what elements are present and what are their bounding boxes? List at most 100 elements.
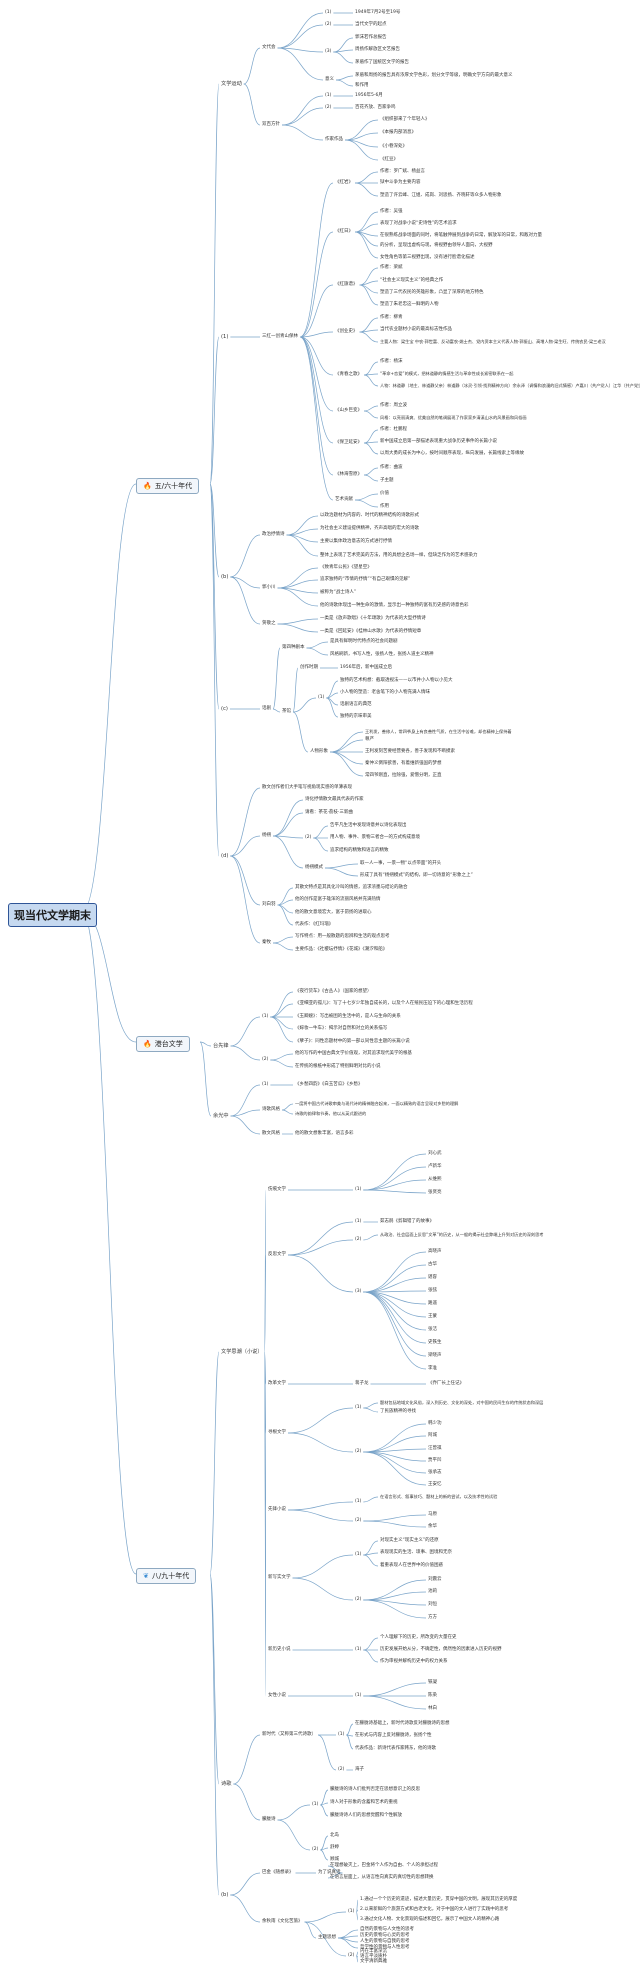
mindmap-node-d6[interactable]: 茶馆	[282, 709, 291, 714]
mindmap-node-h4[interactable]: 刘心武	[428, 1151, 442, 1156]
mindmap-node-h43[interactable]: 余华	[428, 1524, 437, 1529]
era-node-50s-60s[interactable]: 🔥五/六十年代	[136, 478, 200, 494]
mindmap-node-j9[interactable]: 2.以来新鲜的个旅游方式和古老文化，对于中国的文人进行了实践中的思考	[360, 1907, 509, 1912]
mindmap-node-h46[interactable]: 对现实主义“现实主义”的还原	[380, 1538, 439, 1543]
mindmap-node-d3[interactable]: 第四种剧本	[282, 645, 305, 650]
mindmap-node-f14[interactable]: 其散文特点是其具化冷叫的情感，追求浓墨与结论的融合	[295, 885, 408, 890]
mindmap-node-a7[interactable]: (3)	[325, 49, 332, 54]
mindmap-node-b20[interactable]: 当代农业题材小说的最高标志性作品	[380, 327, 452, 332]
mindmap-node-a23[interactable]: 《红豆》	[380, 157, 398, 162]
mindmap-node-i4[interactable]: 在朦胧诗基础上，新时代诗歌反对朦胧诗的思想	[355, 1721, 450, 1726]
mindmap-node-h25[interactable]: 蒋子龙	[355, 1381, 369, 1386]
mindmap-node-g7[interactable]: 《孽子》：同性恋题材中的第一部以同性恋主题的长篇小说	[295, 1039, 410, 1044]
mindmap-node-d11[interactable]: 小人物的塑造：老舍笔下的小人物充满人情味	[340, 690, 430, 695]
mindmap-node-h12[interactable]: 从政治、社会层面上反思“文革”的历史，从一般的揭示社会弊端上升到对历史的深刻思考	[380, 1232, 544, 1237]
mindmap-node-j15[interactable]: 哲学性的景物与人性思考	[360, 1945, 410, 1950]
mindmap-node-j7[interactable]: (1)	[348, 1909, 355, 1914]
mindmap-node-c13[interactable]: 一类是《放声歌唱》《十年颂歌》为代表的大型抒情诗	[320, 616, 426, 621]
mindmap-node-g11[interactable]: 余光中	[213, 1113, 229, 1119]
mindmap-node-b8[interactable]: 作者：吴强	[380, 209, 403, 214]
mindmap-node-f8[interactable]: 用人物、事件、景物三者合一的方式构成意境	[330, 835, 420, 840]
mindmap-node-g8[interactable]: (2)	[262, 1057, 269, 1062]
mindmap-node-h11[interactable]: (2)	[355, 1237, 362, 1242]
mindmap-node-c2[interactable]: 政治抒情诗	[262, 532, 285, 537]
mindmap-node-f3[interactable]: 杨朔	[262, 833, 271, 838]
mindmap-node-h53[interactable]: 方方	[428, 1615, 437, 1620]
mindmap-node-h59[interactable]: 女性小说	[268, 1693, 286, 1698]
mindmap-node-d17[interactable]: 王利发刻苦要经营要各，善于发现和不断摸索	[365, 749, 455, 754]
mindmap-node-c11[interactable]: 他的诗歌体现出一种生命的激情，显示出一种独特的富有历史感的诗意色彩	[320, 603, 469, 608]
mindmap-node-h52[interactable]: 刘恒	[428, 1602, 437, 1607]
mindmap-node-g12[interactable]: (1)	[262, 1082, 269, 1087]
mindmap-node-h58[interactable]: 作为审视并解构历史中的权力关系	[380, 1659, 448, 1664]
mindmap-node-h57[interactable]: 历史发展开始从分，不确定性，偶然性的因素进入历史的视野	[380, 1647, 502, 1652]
mindmap-node-f18[interactable]: 秦牧	[262, 940, 271, 945]
mindmap-node-g9[interactable]: 他的写作的中国古典文学价值观，对其追求现代美学的根基	[295, 1051, 412, 1056]
mindmap-node-d4[interactable]: 是具有鲜明时代特点的社会问题剧	[330, 639, 398, 644]
mindmap-node-a3[interactable]: (1)	[325, 10, 332, 15]
mindmap-node-h5[interactable]: 卢新华	[428, 1164, 442, 1169]
mindmap-node-d13[interactable]: 独特的京味审美	[340, 714, 372, 719]
mindmap-node-h45[interactable]: (1)	[355, 1552, 362, 1557]
mindmap-node-h32[interactable]: 韩少功	[428, 1421, 442, 1426]
mindmap-node-i2[interactable]: 新时代（又称第三代诗歌）	[262, 1732, 316, 1737]
mindmap-node-g10[interactable]: 在传统的根柢中形成了特别鲜明对比的小说	[295, 1064, 381, 1069]
mindmap-node-b10[interactable]: 在很熟练战争场面的同时，将笔触伸展到战争的日常，解放军的日常，和敌对力量	[380, 233, 542, 238]
mindmap-node-h9[interactable]: (1)	[355, 1219, 362, 1224]
mindmap-node-b28[interactable]: 风格：以亮丽清爽、优美自然的笔调展现了作家家乡清溪山水的风景画和风俗画	[380, 415, 527, 420]
mindmap-node-f12[interactable]: 形成了具有“杨朔模式”的结构，即一切诗意的“形象之上”	[360, 873, 473, 878]
era-node-hk-tw[interactable]: 🔥港台文学	[136, 1036, 190, 1052]
mindmap-node-b22[interactable]: 《青春之歌》	[335, 372, 362, 377]
mindmap-node-h6[interactable]: 从维熙	[428, 1177, 442, 1182]
mindmap-node-h62[interactable]: 陈染	[428, 1693, 437, 1698]
mindmap-node-h13[interactable]: (3)	[355, 1289, 362, 1294]
mindmap-node-a15[interactable]: (1)	[325, 93, 332, 98]
mindmap-node-h3[interactable]: (1)	[355, 1187, 362, 1192]
mindmap-node-b7[interactable]: 《红日》	[335, 229, 353, 234]
mindmap-node-h10[interactable]: 茹志鹃《剪辑错了的故事》	[380, 1219, 434, 1224]
mindmap-node-h63[interactable]: 林白	[428, 1706, 437, 1711]
mindmap-node-d15[interactable]: 王利发，善修人，常四爷身上有良善性气质，在生活中苦难，却也精神上保持着	[365, 729, 512, 734]
mindmap-node-g18[interactable]: 他的散文想象丰富，语言多彩	[295, 1131, 354, 1136]
mindmap-node-c9[interactable]: 追求独特的“市情的抒情”“有自己艰惧的见解”	[320, 577, 411, 582]
mindmap-node-i16[interactable]: 舒婷	[330, 1845, 339, 1850]
mindmap-node-a11[interactable]: 意义	[325, 77, 334, 82]
mindmap-node-b37[interactable]: 价值	[380, 491, 389, 496]
mindmap-node-c6[interactable]: 整体上表现了艺术完美的方法，用的具想企名场一样，但缺乏作为的艺术感染力	[320, 553, 478, 558]
mindmap-node-j13[interactable]: 历史的景物与心灵的思考	[360, 1933, 410, 1938]
mindmap-node-h18[interactable]: 路遥	[428, 1301, 437, 1306]
mindmap-node-h31[interactable]: (2)	[355, 1449, 362, 1454]
mindmap-node-i9[interactable]: 朦胧诗	[262, 1817, 276, 1822]
mindmap-node-f17[interactable]: 代表作：《红玛瑙》	[295, 922, 334, 927]
root-node[interactable]: 现当代文学期末	[8, 903, 97, 927]
mindmap-node-h38[interactable]: 先锋小说	[268, 1507, 286, 1512]
mindmap-node-a10[interactable]: 茅盾作了国统区文学的报告	[355, 60, 409, 65]
mindmap-node-d2[interactable]: 话剧	[262, 706, 271, 711]
mindmap-node-g5[interactable]: 《玉卿嫂》：写出被困的生活中的，是人与生命的关系	[295, 1014, 401, 1019]
mindmap-node-g13[interactable]: 《乡愁四韵》《白玉苦瓜》《乡愁》	[295, 1082, 363, 1087]
mindmap-node-h61[interactable]: 铁凝	[428, 1680, 437, 1685]
mindmap-node-i10[interactable]: (1)	[312, 1802, 319, 1807]
mindmap-node-f1[interactable]: (d)	[221, 853, 229, 859]
mindmap-node-i8[interactable]: 海子	[355, 1767, 364, 1772]
mindmap-node-g14[interactable]: 诗歌风格	[262, 1107, 280, 1112]
mindmap-node-g15[interactable]: 一度将中国古代诗歌审美与现代诗的精神融合起来，一面以精致的语言呈现对乡愁的理解	[295, 1101, 459, 1106]
mindmap-node-d18[interactable]: 秦仲义倒阳欲善，有着维新强国的梦想	[365, 761, 442, 766]
mindmap-node-h22[interactable]: 梁晓声	[428, 1353, 442, 1358]
mindmap-node-a1[interactable]: 文学运动	[221, 81, 242, 87]
mindmap-node-h44[interactable]: 新写实文学	[268, 1575, 291, 1580]
mindmap-node-b21[interactable]: 主要人物：梁生宝 中农·郭世富、反动富农·姚士杰、党内资本主义代表人物·郭振山、…	[380, 339, 606, 344]
mindmap-node-h51[interactable]: 池莉	[428, 1589, 437, 1594]
mindmap-node-h28[interactable]: (1)	[355, 1405, 362, 1410]
mindmap-node-b36[interactable]: 艺术贡献	[335, 497, 353, 502]
mindmap-node-h29[interactable]: 题材包括地域文化风俗，深入到历史、文化的深处，对中国的民间生存的传统状态和深层	[380, 1400, 544, 1405]
mindmap-node-i13[interactable]: 朦胧诗诗人们的思想觉醒和个性解放	[330, 1813, 402, 1818]
mindmap-node-h49[interactable]: (2)	[355, 1597, 362, 1602]
mindmap-node-f10[interactable]: 杨朔模式	[305, 865, 323, 870]
mindmap-node-j11[interactable]: 主题思想	[318, 1935, 336, 1940]
mindmap-node-a8[interactable]: 郭沫若作总报告	[355, 35, 387, 40]
mindmap-node-b13[interactable]: 《红旗谱》	[335, 282, 358, 287]
mindmap-node-g3[interactable]: 《夜行货车》《古丛人》（国家的想望）	[295, 989, 372, 994]
mindmap-node-b30[interactable]: 作者：杜鹏程	[380, 427, 407, 432]
mindmap-node-j18[interactable]: 语言平淡质朴	[360, 1954, 387, 1959]
